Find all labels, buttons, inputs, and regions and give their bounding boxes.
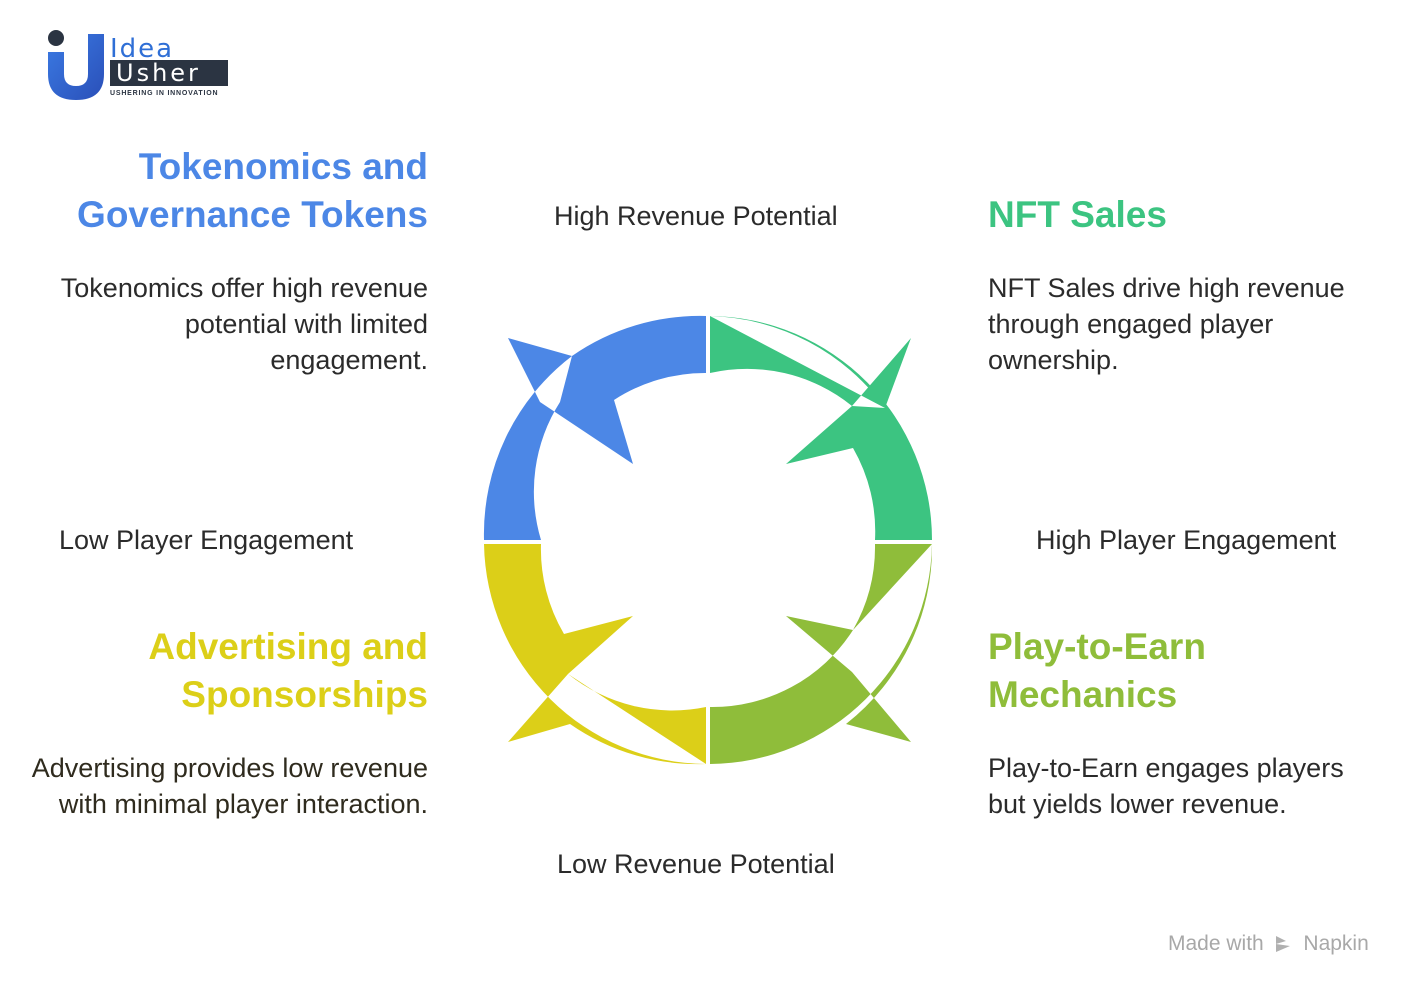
nft-sales-title: NFT Sales	[988, 194, 1167, 235]
segment-nft-sales	[710, 316, 932, 540]
axis-label-high-revenue: High Revenue Potential	[554, 201, 838, 231]
made-with-napkin-watermark: Made with Napkin	[1168, 932, 1369, 956]
made-with-label: Made with	[1168, 932, 1264, 955]
tokenomics-description: Tokenomics offer high revenue potential …	[60, 273, 428, 375]
axis-label-high-engagement: High Player Engagement	[1036, 525, 1337, 555]
play-to-earn-title: Play-to-Earn Mechanics	[988, 626, 1206, 715]
segment-tokenomics	[483, 315, 706, 540]
logo-tagline: USHERING IN INNOVATION	[110, 90, 219, 97]
nft-sales-description: NFT Sales drive high revenue through eng…	[988, 273, 1345, 375]
segment-play-to-earn	[710, 544, 933, 764]
logo-word-usher: Usher	[116, 59, 201, 87]
tokenomics-title: Tokenomics and Governance Tokens	[77, 146, 428, 235]
advertising-description: Advertising provides low revenue with mi…	[31, 753, 428, 819]
axis-label-low-engagement: Low Player Engagement	[59, 525, 354, 555]
napkin-brand: Napkin	[1303, 932, 1369, 955]
segment-advertising	[484, 544, 706, 765]
logo-u-mark-icon	[48, 30, 104, 100]
idea-usher-logo: Idea Usher USHERING IN INNOVATION	[44, 26, 234, 106]
advertising-title: Advertising and Sponsorships	[148, 626, 428, 715]
logo-word-idea: Idea	[110, 34, 175, 64]
logo-usher-box	[110, 60, 228, 86]
axis-label-low-revenue: Low Revenue Potential	[557, 849, 835, 879]
napkin-icon	[1275, 936, 1290, 953]
play-to-earn-description: Play-to-Earn engages players but yields …	[988, 753, 1344, 819]
